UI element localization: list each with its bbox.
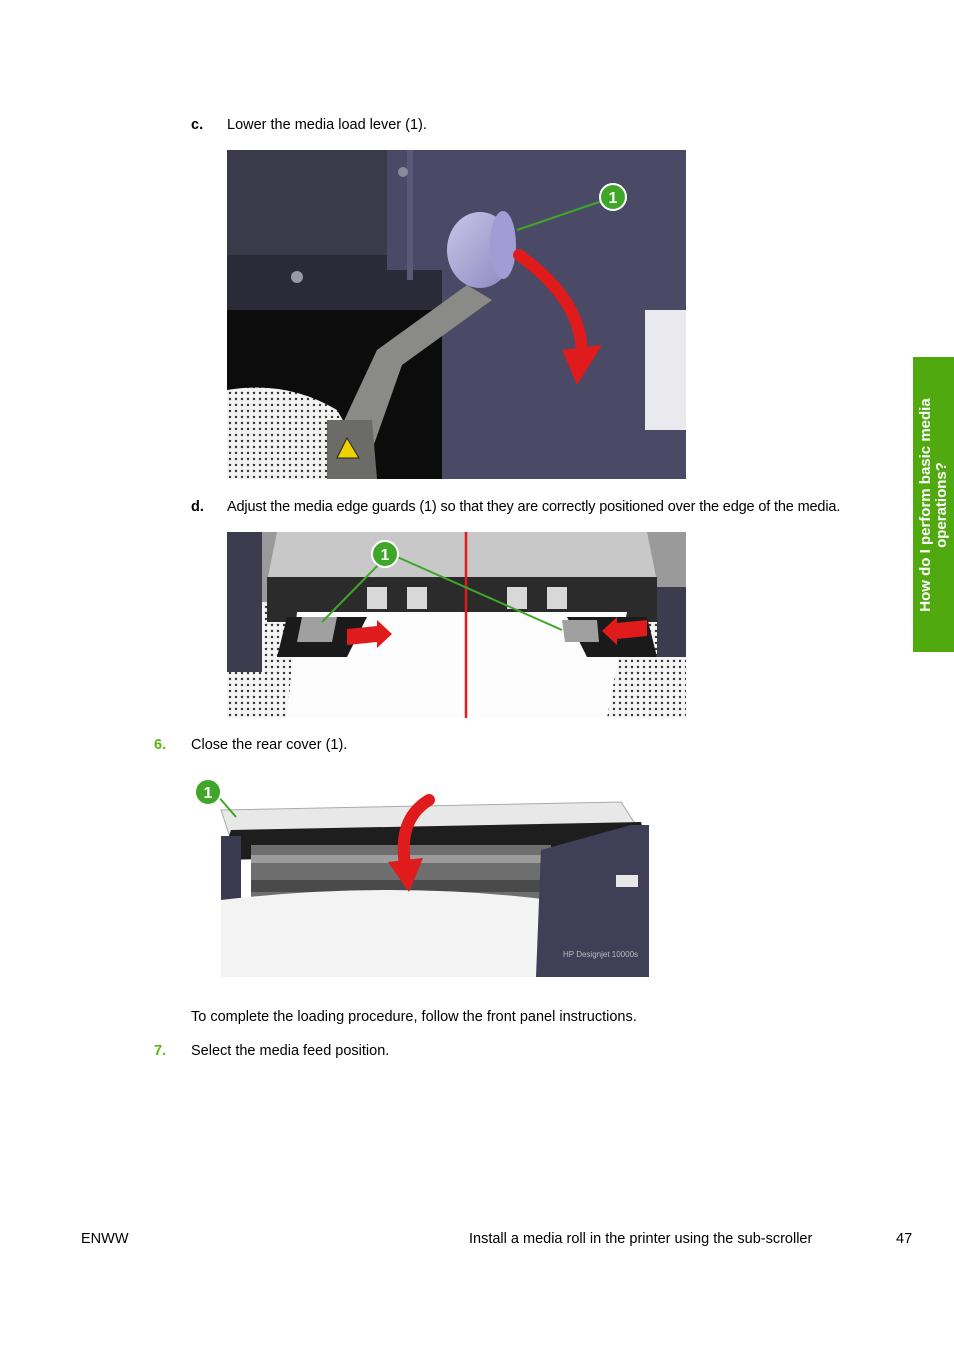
step-6-marker: 6. — [154, 737, 167, 753]
figure-media-load-lever: 1 — [227, 150, 686, 479]
callout-1-lever: 1 — [609, 190, 618, 207]
figure-media-edge-guards: 1 — [227, 532, 686, 718]
chapter-side-tab-label: How do I perform basic media operations? — [916, 397, 950, 612]
step-c-text: Lower the media load lever (1). — [227, 117, 427, 133]
step-d-text: Adjust the media edge guards (1) so that… — [227, 499, 841, 515]
printer-brand-label: HP Designjet 10000s — [563, 950, 638, 959]
step-c-marker: c. — [191, 117, 204, 133]
step-7-marker: 7. — [154, 1043, 167, 1059]
footer-section-title: Install a media roll in the printer usin… — [469, 1231, 813, 1247]
figure-rear-cover: HP Designjet 10000s 1 — [191, 770, 649, 977]
step-7-text: Select the media feed position. — [191, 1043, 390, 1059]
callout-1-rear-cover: 1 — [204, 785, 213, 802]
step-d-marker: d. — [191, 499, 204, 515]
loading-note: To complete the loading procedure, follo… — [191, 1009, 637, 1025]
callout-1-edge-guards: 1 — [381, 547, 390, 564]
footer-left: ENWW — [81, 1231, 129, 1247]
page-number: 47 — [896, 1231, 913, 1247]
chapter-side-tab: How do I perform basic media operations? — [913, 357, 954, 652]
step-6-text: Close the rear cover (1). — [191, 737, 348, 753]
